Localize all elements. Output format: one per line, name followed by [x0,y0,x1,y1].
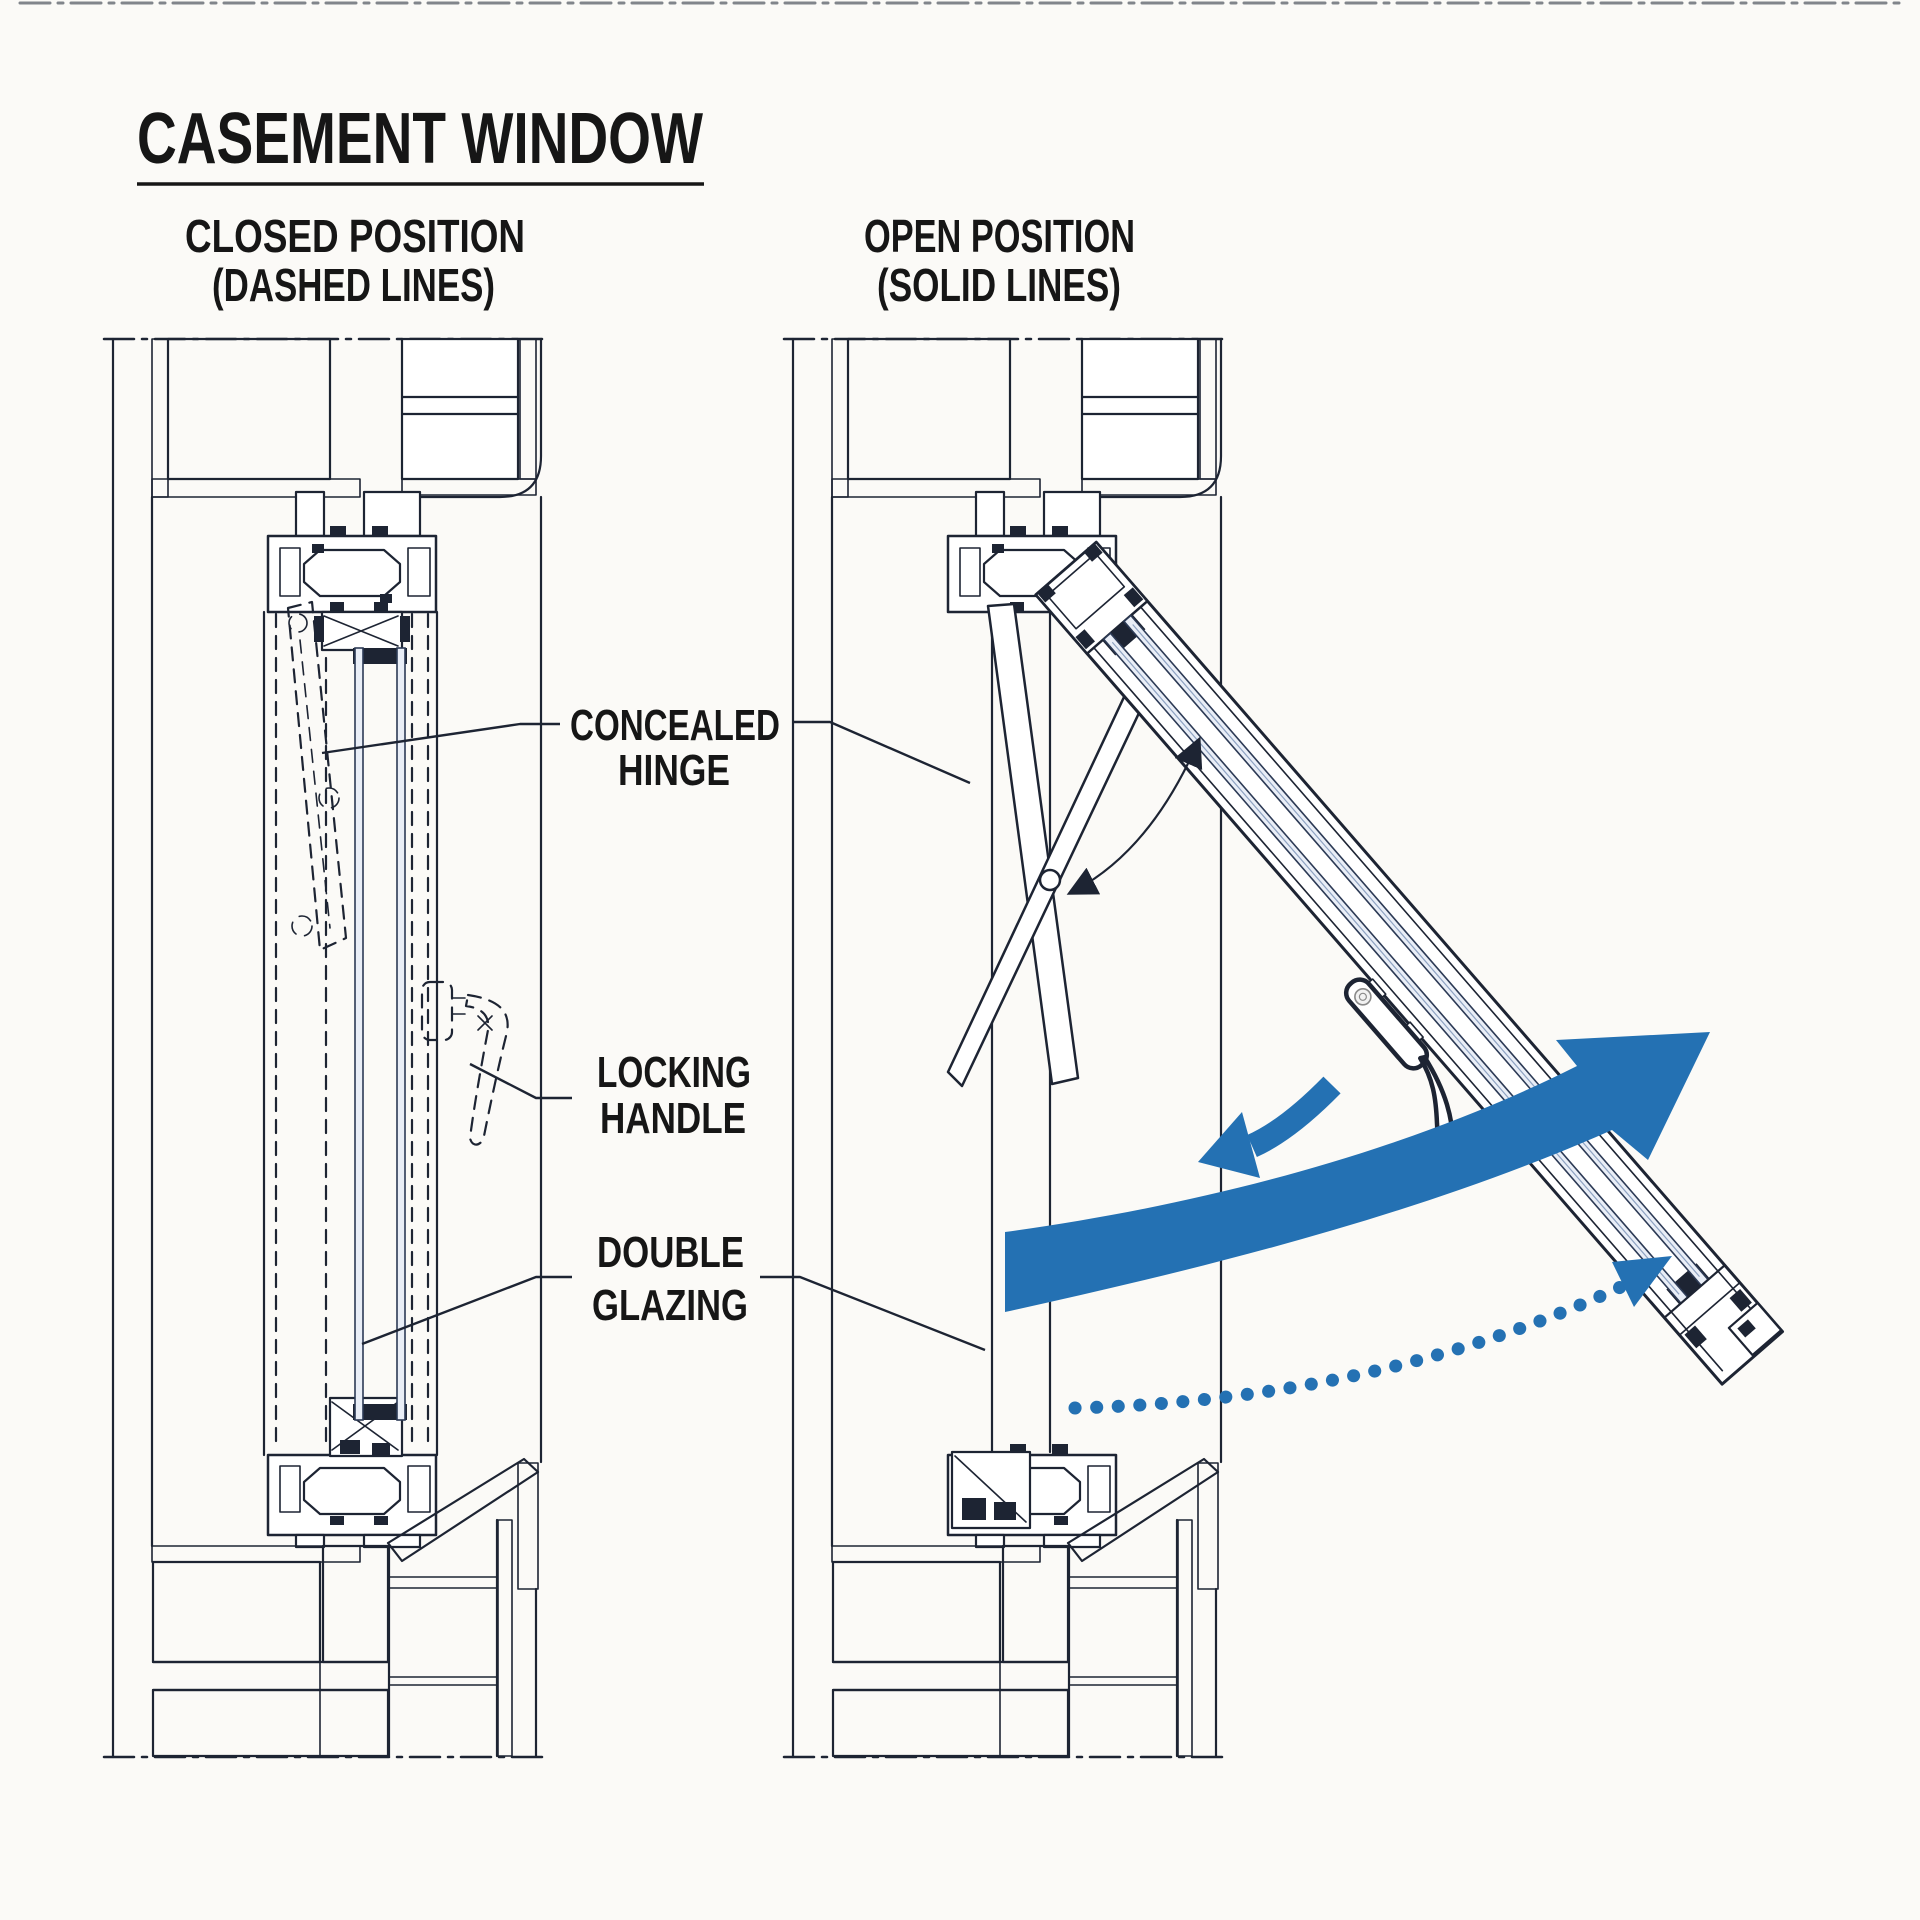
closed-position-diagram [104,339,545,1757]
handle-motion-arrow [1198,1076,1341,1178]
open-position-label: OPEN POSITION [864,210,1135,262]
title-block: CASEMENT WINDOW CLOSED POSITION (DASHED … [137,99,1135,311]
stay-rotation-arrow [1066,736,1203,895]
locking-handle-label-line2: HANDLE [600,1094,746,1143]
double-glazing-label-line1: DOUBLE [597,1228,744,1277]
concealed-hinge-label-line1: CONCEALED [570,701,780,750]
open-sash [1034,540,1784,1386]
double-glazing-leader-right [760,1275,986,1352]
annotations: CONCEALED HINGE LOCKING HANDLE DOUBLE GL… [321,701,986,1352]
double-glazing-label-line2: GLAZING [592,1281,748,1330]
open-position-diagram [784,339,1784,1757]
page-title: CASEMENT WINDOW [137,99,703,179]
swing-arc-arrow [1005,1032,1710,1312]
closed-position-label: CLOSED POSITION [185,210,525,262]
double-glazing-unit [353,647,407,1421]
vent-arc-dotted-arrow [1068,1256,1672,1415]
concealed-hinge-leader-right [792,720,971,785]
concealed-hinge-label-line2: HINGE [618,746,730,795]
locking-handle-leader [469,1062,572,1100]
concealed-hinge-dashed [286,600,348,952]
locking-handle-dashed [420,980,509,1146]
sill-seat-detail [950,1450,1032,1530]
open-position-sublabel: (SOLID LINES) [877,259,1121,311]
concealed-hinge-leader-left [321,722,560,755]
closed-position-sublabel: (DASHED LINES) [212,259,495,311]
double-glazing-leader-left [361,1275,572,1346]
handle-rosette [1354,988,1372,1006]
locking-handle-label-line1: LOCKING [597,1048,751,1097]
glazing-top-seal [314,610,410,652]
